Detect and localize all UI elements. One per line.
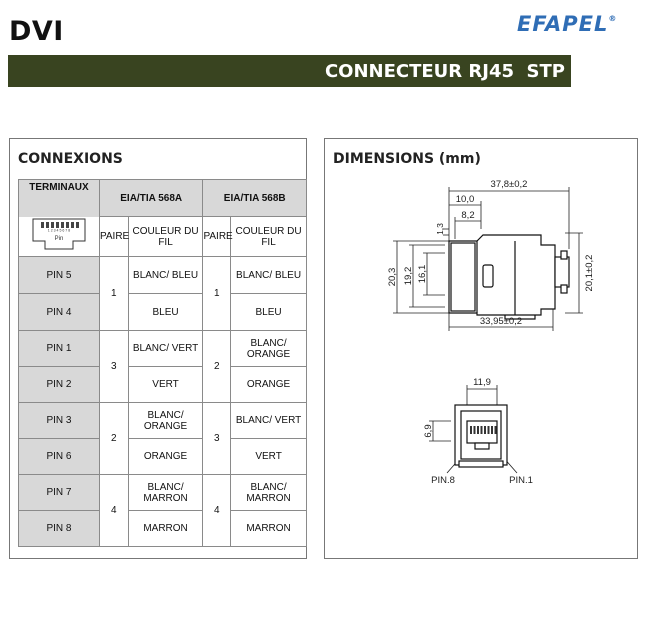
dimensions-title: DIMENSIONS (mm) (333, 151, 481, 167)
color-cell-b: BLANC/ ORANGE (230, 330, 307, 367)
title-banner: CONNECTEUR RJ45 STP (8, 55, 571, 87)
color-cell-b: BLANC/ BLEU (230, 256, 307, 294)
dimensions-panel: DIMENSIONS (mm) (324, 138, 638, 559)
jack-label: Pin (55, 236, 64, 242)
pair-cell-b: 1 (202, 256, 232, 331)
color-cell-a: BLEU (127, 293, 204, 331)
pin-1-label: PIN.1 (509, 475, 533, 486)
table-row: PIN 4 BLEU BLEU (18, 293, 307, 331)
table-row: PIN 8 MARRON MARRON (18, 510, 307, 547)
color-cell-b: BLANC/ MARRON (230, 474, 307, 511)
color-cell-a: BLANC/ MARRON (127, 474, 204, 511)
color-cell-b: ORANGE (230, 366, 307, 403)
pin-cell: PIN 4 (18, 293, 100, 331)
brand-logo: EFAPEL® (517, 12, 617, 36)
pin-cell: PIN 3 (18, 402, 100, 439)
front-view-drawing: 11,9 6,9 PIN.8 PIN.1 (423, 377, 533, 486)
pair-cell-a: 2 (98, 402, 129, 475)
rj45-jack-cell: 1 2 3 4 5 6 7 8 Pin (18, 216, 100, 257)
color-cell-a: BLANC/ VERT (127, 330, 204, 367)
color-cell-b: MARRON (230, 510, 307, 547)
color-cell-b: VERT (230, 438, 307, 475)
pair-header-a: PAIRE (98, 216, 129, 257)
table-row: PIN 3 2 BLANC/ ORANGE 3 BLANC/ VERT (18, 402, 307, 475)
pin-cell: PIN 6 (18, 438, 100, 475)
pin-cell: PIN 1 (18, 330, 100, 367)
connections-table: TERMINAUX EIA/TIA 568A EIA/TIA 568B 1 2 … (18, 179, 307, 547)
table-row: PIN 6 ORANGE VERT (18, 438, 307, 475)
dim-height-19: 19,2 (403, 267, 414, 286)
table-row: PIN 1 3 BLANC/ VERT 2 BLANC/ ORANGE (18, 330, 307, 403)
product-title: CONNECTEUR RJ45 STP (324, 61, 565, 82)
rj45-jack-icon: 1 2 3 4 5 6 7 8 Pin (32, 218, 86, 250)
pair-cell-a: 4 (98, 474, 129, 547)
dim-overall-length: 37,8±0,2 (491, 179, 528, 190)
registered-mark: ® (608, 14, 618, 23)
pin-cell: PIN 7 (18, 474, 100, 511)
pin-8-label: PIN.8 (431, 475, 455, 486)
dim-body-length: 33,95±0,2 (480, 316, 522, 327)
pair-cell-b: 4 (202, 474, 232, 547)
dim-front-height: 6,9 (423, 424, 434, 437)
dim-height-right: 20,1±0,2 (584, 255, 595, 292)
connections-panel: CONNEXIONS TERMINAUX EIA/TIA 568A EIA/TI… (9, 138, 307, 559)
pair-header-b: PAIRE (202, 216, 233, 257)
color-cell-a: BLANC/ BLEU (127, 256, 204, 294)
terminals-header-label: TERMINAUX (29, 182, 89, 193)
jack-pin-numbers: 1 2 3 4 5 6 7 8 (48, 228, 70, 232)
dim-top-10: 10,0 (456, 194, 475, 205)
terminals-header: TERMINAUX (18, 179, 100, 217)
color-cell-b: BLEU (230, 293, 307, 331)
dim-notch: 1,3 (435, 223, 445, 235)
dim-height-16: 16,1 (417, 265, 428, 284)
pair-cell-b: 2 (202, 330, 232, 403)
dim-front-width: 11,9 (473, 377, 491, 388)
table-row: PIN 5 1 BLANC/ BLEU 1 BLANC/ BLEU (18, 256, 307, 331)
color-cell-a: ORANGE (127, 438, 204, 475)
color-header-b: COULEUR DU FIL (230, 216, 307, 257)
color-cell-a: MARRON (127, 510, 204, 547)
dim-top-8: 8,2 (461, 210, 474, 221)
pair-cell-a: 1 (98, 256, 129, 331)
color-cell-b: BLANC/ VERT (230, 402, 307, 439)
connections-title: CONNEXIONS (18, 151, 123, 167)
pin-cell: PIN 2 (18, 366, 100, 403)
table-row: PIN 7 4 BLANC/ MARRON 4 BLANC/ MARRON (18, 474, 307, 547)
header-568a: EIA/TIA 568A (98, 179, 204, 217)
dim-height-left: 20,3 (387, 268, 398, 287)
pair-cell-a: 3 (98, 330, 129, 403)
pin-cell: PIN 8 (18, 510, 100, 547)
side-view-drawing: 37,8±0,2 10,0 8,2 1,3 20,3 19,2 16,1 20,… (387, 179, 595, 331)
pair-cell-b: 3 (202, 402, 232, 475)
brand-name: EFAPEL (517, 12, 609, 36)
pin-cell: PIN 5 (18, 256, 100, 294)
color-cell-a: BLANC/ ORANGE (127, 402, 204, 439)
header-568b: EIA/TIA 568B (202, 179, 307, 217)
color-header-a: COULEUR DU FIL (127, 216, 204, 257)
table-row: PIN 2 VERT ORANGE (18, 366, 307, 403)
document-code: DVI (9, 16, 64, 47)
color-cell-a: VERT (127, 366, 204, 403)
